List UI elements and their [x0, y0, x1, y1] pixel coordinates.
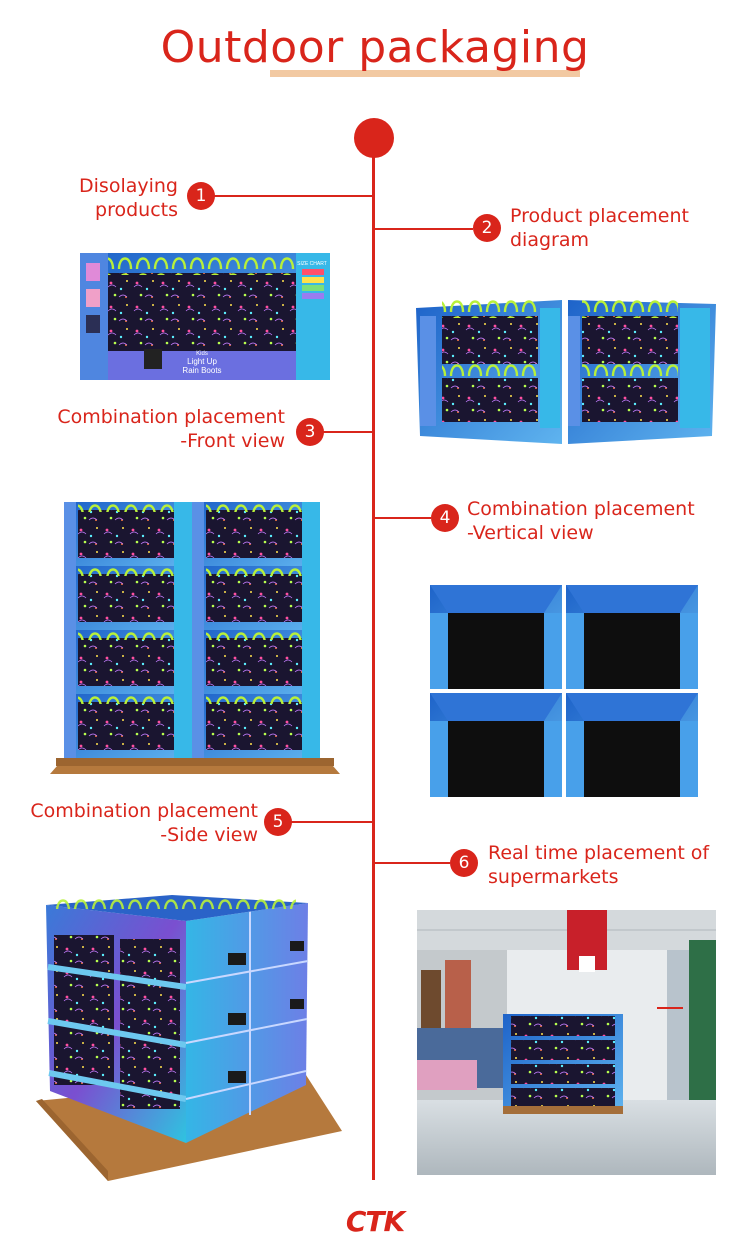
- box1-product-line1: Kids: [196, 351, 208, 357]
- step-3-connector: [323, 431, 372, 433]
- step-3-line2: -Front view: [180, 430, 285, 452]
- page-title: Outdoor packaging: [0, 22, 750, 73]
- step-1-number: 1: [187, 182, 215, 210]
- supermarket-photo: [417, 910, 716, 1175]
- step-5-line1: Combination placement: [30, 800, 258, 822]
- page-title-text: Outdoor packaging: [160, 22, 590, 73]
- step-4-line2: -Vertical view: [467, 522, 594, 544]
- step-1-line1: Disolaying: [79, 175, 178, 197]
- step-6-label: Real time placement of supermarkets: [488, 841, 738, 889]
- single-box-image: SIZE CHART Kids Light Up Rain Boots: [80, 253, 330, 380]
- timeline-start-dot: [354, 118, 394, 158]
- timeline-line: [372, 140, 375, 1180]
- step-1-label: Disolaying products: [40, 174, 178, 222]
- front-view-image: [50, 500, 340, 775]
- step-2-number: 2: [473, 214, 501, 242]
- box1-size-chart: SIZE CHART: [297, 261, 327, 267]
- step-6-connector: [375, 862, 450, 864]
- step-2-line1: Product placement: [510, 205, 689, 227]
- step-6-line2: supermarkets: [488, 866, 619, 888]
- placement-diagram-image: [412, 296, 722, 446]
- step-4-number: 4: [431, 504, 459, 532]
- title-underline: [270, 70, 580, 77]
- box1-product-line3: Rain Boots: [182, 366, 221, 375]
- step-2-line2: diagram: [510, 229, 590, 251]
- step-1-line2: products: [95, 199, 178, 221]
- step-4-label: Combination placement -Vertical view: [467, 497, 737, 545]
- vertical-view-image: [428, 583, 702, 801]
- step-6-number: 6: [450, 849, 478, 877]
- step-3-line1: Combination placement: [57, 406, 285, 428]
- ctk-logo: CTK: [345, 1205, 405, 1238]
- step-3-label: Combination placement -Front view: [20, 405, 285, 453]
- step-5-connector: [291, 821, 372, 823]
- step-5-number: 5: [264, 808, 292, 836]
- box1-product-line2: Light Up: [187, 357, 217, 366]
- side-view-image: [36, 895, 342, 1185]
- step-3-number: 3: [296, 418, 324, 446]
- step-1-connector: [214, 195, 372, 197]
- step-2-connector: [375, 228, 473, 230]
- step-4-connector: [375, 517, 431, 519]
- step-2-label: Product placement diagram: [510, 204, 740, 252]
- step-4-line1: Combination placement: [467, 498, 695, 520]
- step-5-line2: -Side view: [160, 824, 258, 846]
- step-6-line1: Real time placement of: [488, 842, 710, 864]
- step-5-label: Combination placement -Side view: [10, 799, 258, 847]
